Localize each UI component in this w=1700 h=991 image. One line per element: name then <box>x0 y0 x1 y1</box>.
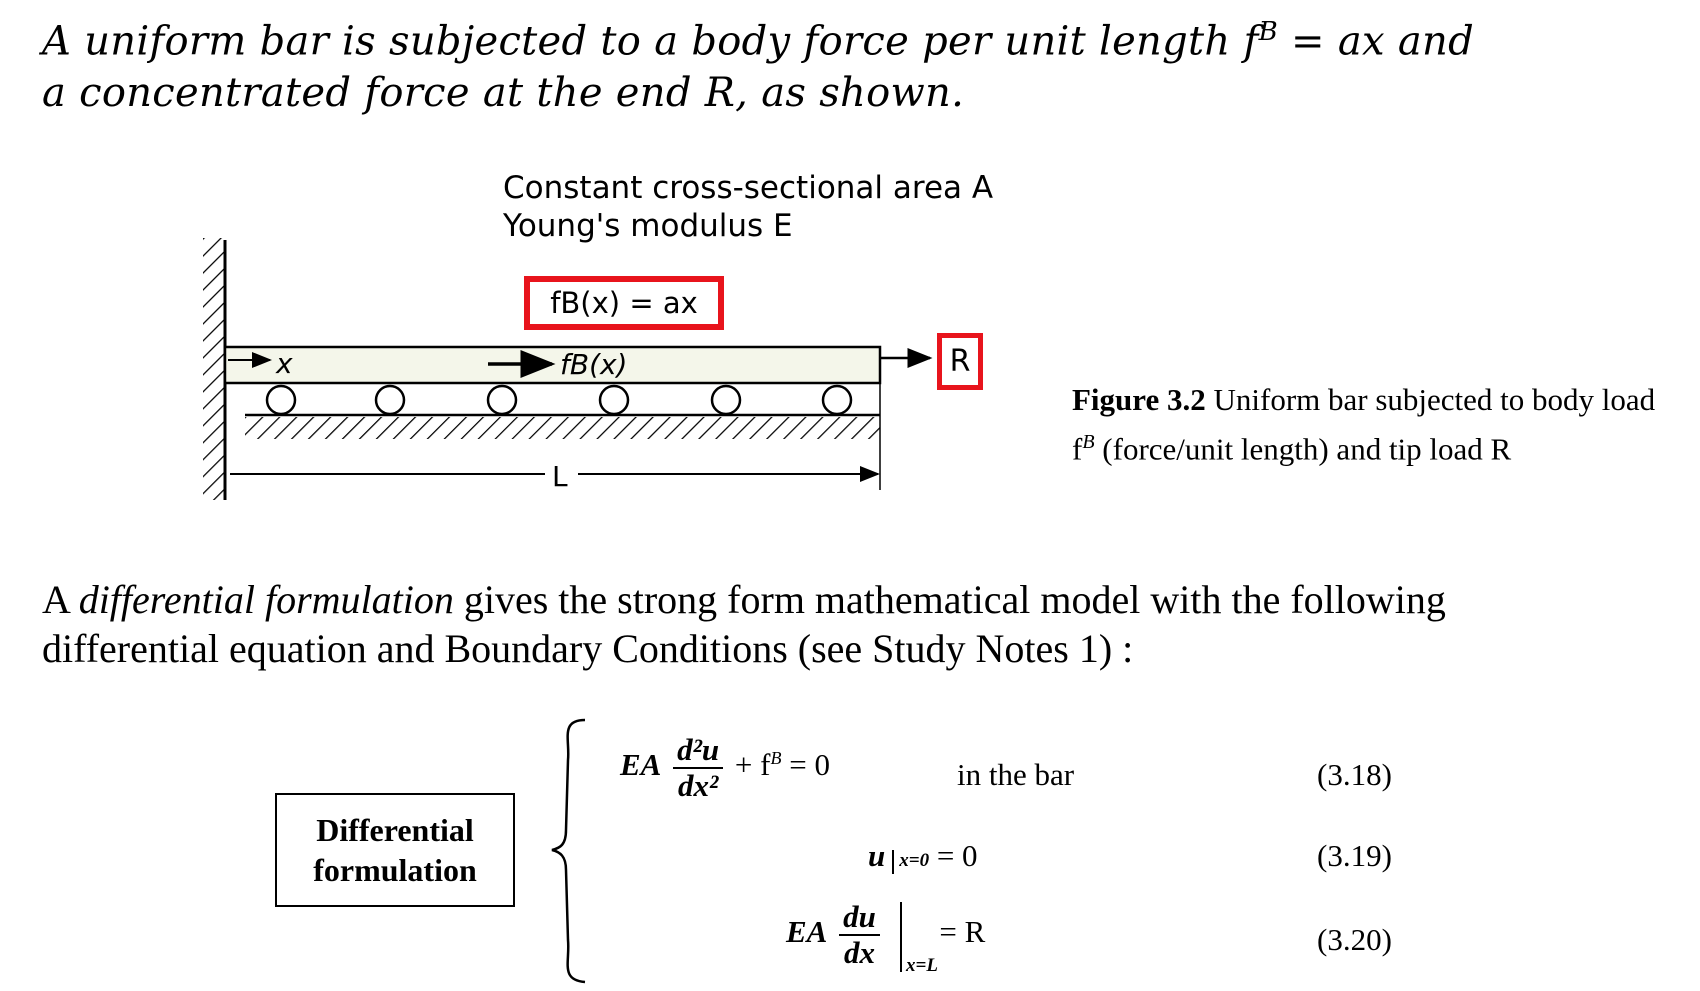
formbox-line-1: Differential <box>316 812 474 848</box>
area-label: Constant cross-sectional area A <box>503 170 994 206</box>
paragraph-post: gives the strong form mathematical model… <box>453 577 1446 622</box>
eq1-where: in the bar <box>957 757 1075 792</box>
intro-text: A uniform bar is subjected to a body for… <box>42 6 1474 119</box>
caption-sup: B <box>1082 431 1095 453</box>
intro-line-2: a concentrated force at the end R, as sh… <box>42 70 965 117</box>
caption-text-pre: Uniform bar subjected to body load f <box>1072 382 1656 467</box>
fb-formula-box: fB(x) = ax <box>524 276 724 330</box>
paragraph-emphasis: differential formulation <box>78 577 454 622</box>
eq3-den: dx <box>843 935 875 970</box>
formulation-paragraph: A differential formulation gives the str… <box>42 575 1446 673</box>
eq1-num: d²u <box>673 733 724 769</box>
intro-line-1-pre: A uniform bar is subjected to a body for… <box>42 18 1259 65</box>
intro-line-1-sup: B <box>1258 17 1278 47</box>
eq1-den: dx² <box>677 768 719 803</box>
caption-text-post: (force/unit length) and tip load R <box>1094 431 1512 467</box>
intro-line-1: A uniform bar is subjected to a body for… <box>42 6 1474 67</box>
figure-number: Figure 3.2 <box>1072 382 1206 417</box>
eq3-rhs: = R <box>931 914 986 950</box>
eq-number-3-20: (3.20) <box>1317 922 1392 957</box>
fb-arrow-label: fB(x) <box>560 348 627 381</box>
eq3-coef: EA <box>786 914 828 950</box>
eq3-sub: x=L <box>906 955 938 976</box>
intro-line-1-post: = ax and <box>1278 18 1474 65</box>
equation-3-19: u x=0 = 0 <box>868 838 978 874</box>
length-label: L <box>552 460 568 493</box>
eq-number-3-18: (3.18) <box>1317 757 1392 792</box>
paragraph-line-2: differential equation and Boundary Condi… <box>42 626 1134 671</box>
figure-caption: Figure 3.2 Uniform bar subjected to body… <box>1072 378 1672 470</box>
ground-hatch <box>245 417 880 439</box>
r-label-box: R <box>937 333 983 390</box>
eq2-lhs: u <box>868 838 886 873</box>
x-label: x <box>275 347 293 380</box>
eq2-rhs: = 0 <box>929 838 978 873</box>
eq1-rest: + f <box>734 747 771 783</box>
paragraph-pre: A <box>42 577 79 622</box>
left-brace <box>551 718 586 984</box>
eq1-end: = 0 <box>781 747 830 783</box>
modulus-label: Young's modulus E <box>503 208 793 244</box>
eq1-sup: B <box>770 747 782 768</box>
rollers <box>265 384 853 416</box>
formbox-line-2: formulation <box>313 852 477 888</box>
paragraph-line-1: A differential formulation gives the str… <box>42 575 1446 624</box>
eq2-sub: x=0 <box>899 850 930 871</box>
differential-formulation-box: Differential formulation <box>275 793 515 907</box>
eq-number-3-19: (3.19) <box>1317 838 1392 873</box>
eq1-coef: EA <box>620 747 662 783</box>
wall-hatch <box>203 238 225 500</box>
eq3-num: du <box>839 900 880 936</box>
